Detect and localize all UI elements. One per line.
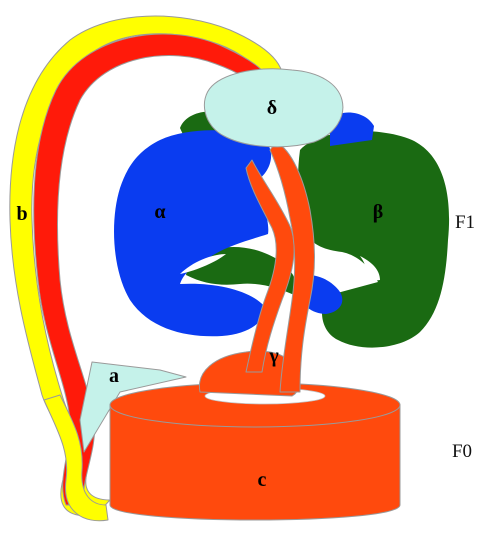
c-ring xyxy=(110,383,400,520)
beta-main xyxy=(298,131,449,347)
gamma-label: γ xyxy=(268,345,279,367)
f0-label: F0 xyxy=(452,441,472,462)
delta-label: δ xyxy=(267,97,277,119)
beta-label: β xyxy=(373,201,384,223)
alpha-label: α xyxy=(154,201,165,223)
b-label: b xyxy=(16,203,27,225)
a-label: a xyxy=(109,365,119,387)
c-label: c xyxy=(258,469,267,491)
f1-label: F1 xyxy=(455,212,475,233)
alpha-main xyxy=(114,130,271,336)
